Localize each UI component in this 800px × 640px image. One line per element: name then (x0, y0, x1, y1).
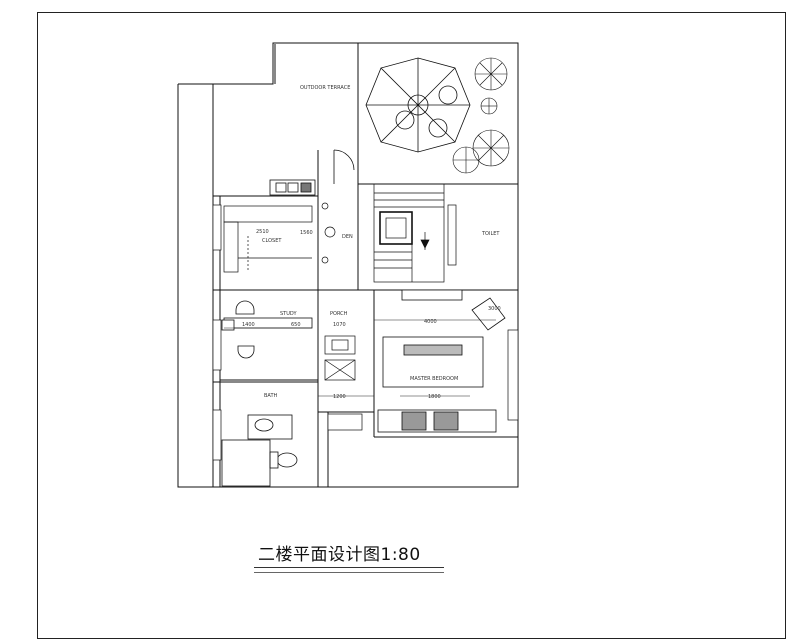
title-underline (254, 567, 444, 568)
dim-bedroom-depth: 3000 (488, 306, 501, 312)
ceiling-light-2 (321, 256, 329, 264)
dresser-drawer-1 (401, 411, 427, 431)
bedroom-wardrobe (401, 289, 463, 301)
study-cabinet (221, 319, 235, 331)
bed-pillows (403, 344, 463, 356)
label-study: STUDY (280, 311, 297, 317)
lounge-chair-icon (471, 297, 506, 331)
dim-bath-width: 1200 (333, 394, 346, 400)
label-bath: BATH (264, 393, 278, 399)
dim-bed-width: 1800 (428, 394, 441, 400)
kitchen-sink-drain (300, 182, 312, 193)
washbasin-icon (254, 418, 274, 432)
umbrella-table-icon (365, 57, 471, 153)
closet-shelf-side (223, 221, 239, 273)
ceiling-light-1 (321, 202, 329, 210)
outer-wall (177, 42, 519, 488)
dim-bedroom-width: 4000 (424, 319, 437, 325)
dim-closet-width: 2510 (256, 229, 269, 235)
chandelier-icon (324, 226, 336, 238)
window-closet (212, 204, 222, 251)
staircase-icon (373, 183, 445, 283)
dresser-drawer-2 (433, 411, 459, 431)
title-underline-thin (254, 572, 444, 573)
window-bath (212, 409, 222, 461)
label-master-bedroom: MASTER BEDROOM (410, 376, 458, 382)
drawing-title: 二楼平面设计图1:80 (258, 545, 421, 565)
drawing-frame (37, 12, 786, 639)
closet-shelf-top (223, 205, 313, 223)
dim-porch-height: 1070 (333, 322, 346, 328)
label-den: DEN (342, 234, 353, 240)
dim-study-depth: 650 (291, 322, 301, 328)
dim-study-width: 1400 (242, 322, 255, 328)
porch-bench (327, 413, 363, 431)
door-swing-den (333, 149, 355, 171)
window-toilet (447, 204, 457, 266)
window-bedroom (507, 329, 519, 421)
kitchen-sink-icon (275, 182, 287, 193)
window-study (212, 319, 222, 371)
shower-area (221, 439, 271, 487)
toilet-tank (269, 451, 279, 469)
kitchen-sink-bowl (287, 182, 299, 193)
label-toilet: TOILET (481, 231, 500, 237)
potted-plant-icon (452, 57, 510, 174)
porch-sink (331, 339, 349, 351)
label-closet: CLOSET (262, 238, 282, 244)
toilet-icon (276, 452, 298, 468)
dim-closet-height: 1560 (300, 230, 313, 236)
label-porch: PORCH (330, 311, 348, 317)
chair-icon-2 (237, 345, 255, 359)
label-terrace: OUTDOOR TERRACE (300, 85, 350, 91)
chair-icon (235, 300, 255, 315)
